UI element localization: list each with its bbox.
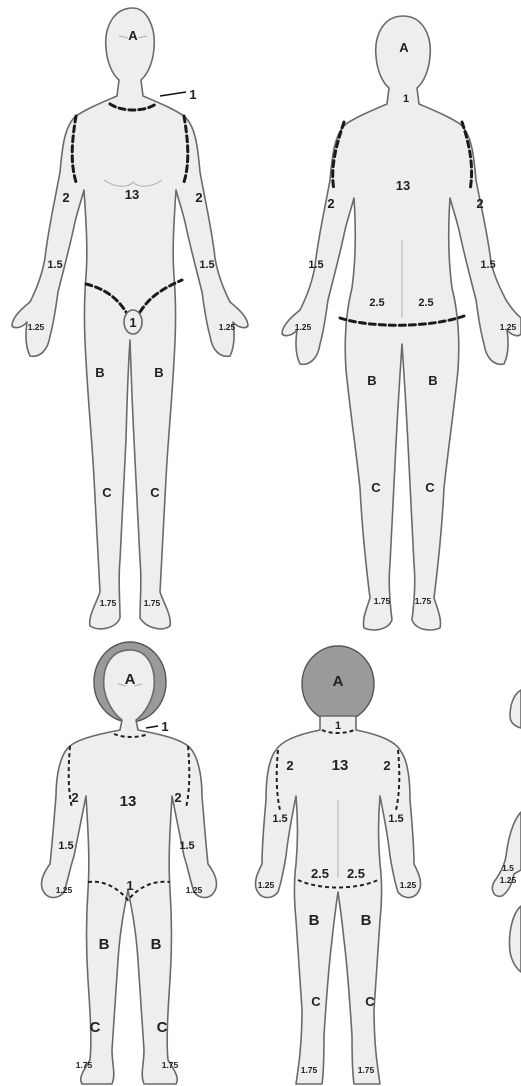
child-front-upper-arm-left-label: 2 xyxy=(71,790,78,805)
adult-back-leg-left-label: C xyxy=(371,480,381,495)
adult-front-leg-right-label: C xyxy=(150,485,160,500)
child-back-leg-right-label: C xyxy=(365,994,375,1009)
child-back-hand-right-label: 1.25 xyxy=(400,880,417,890)
adult-front-trunk-label: 13 xyxy=(125,187,139,202)
child-back-neck-label: 1 xyxy=(335,720,341,732)
child-back-foot-right-label: 1.75 xyxy=(358,1065,375,1075)
adult-back-silhouette xyxy=(282,16,521,630)
child-back-trunk-label: 13 xyxy=(332,757,349,774)
child-side-partial-figure: 1.5 1.25 xyxy=(492,690,521,972)
child-back-buttock-right-label: 2.5 xyxy=(347,866,365,881)
adult-back-forearm-right-label: 1.5 xyxy=(480,259,495,271)
adult-back-upper-arm-left-label: 2 xyxy=(327,196,334,211)
child-back-head-label: A xyxy=(333,673,344,690)
child-back-upper-arm-right-label: 2 xyxy=(383,758,390,773)
child-front-hand-right-label: 1.25 xyxy=(186,885,203,895)
child-side-hand-label: 1.25 xyxy=(500,875,517,885)
adult-back-buttock-left-label: 2.5 xyxy=(369,297,384,309)
child-front-foot-right-label: 1.75 xyxy=(162,1060,179,1070)
child-front-leg-left-label: C xyxy=(90,1019,101,1036)
adult-back-hand-right-label: 1.25 xyxy=(500,322,517,332)
child-front-figure: A 1 13 2 2 1.5 1.5 1.25 1.25 1 B B C C 1… xyxy=(41,642,216,1084)
adult-front-forearm-left-label: 1.5 xyxy=(47,259,62,271)
adult-front-neck-leader xyxy=(160,92,186,96)
child-front-forearm-right-label: 1.5 xyxy=(179,840,194,852)
adult-front-upper-arm-right-label: 2 xyxy=(195,190,202,205)
adult-back-hand-left-label: 1.25 xyxy=(295,322,312,332)
child-front-foot-left-label: 1.75 xyxy=(76,1060,93,1070)
child-front-leg-right-label: C xyxy=(157,1019,168,1036)
adult-front-leg-left-label: C xyxy=(102,485,112,500)
adult-front-foot-left-label: 1.75 xyxy=(100,598,117,608)
adult-front-thigh-right-label: B xyxy=(154,365,163,380)
child-back-leg-left-label: C xyxy=(311,994,321,1009)
adult-front-head-label: A xyxy=(128,28,138,43)
adult-front-thigh-left-label: B xyxy=(95,365,104,380)
adult-back-foot-left-label: 1.75 xyxy=(374,596,391,606)
child-back-figure: A 1 13 2 2 1.5 1.5 1.25 1.25 2.5 2.5 B B… xyxy=(255,646,420,1084)
adult-back-head-label: A xyxy=(399,40,409,55)
child-front-head-label: A xyxy=(125,671,136,688)
child-front-thigh-right-label: B xyxy=(151,936,162,953)
adult-back-figure: A 1 13 2 2 1.5 1.5 1.25 1.25 2.5 2.5 B B… xyxy=(282,16,521,630)
child-back-upper-arm-left-label: 2 xyxy=(286,758,293,773)
adult-back-upper-arm-right-label: 2 xyxy=(476,196,483,211)
adult-front-hand-left-label: 1.25 xyxy=(28,322,45,332)
child-side-partial-silhouette xyxy=(492,690,521,972)
adult-front-upper-arm-left-label: 2 xyxy=(62,190,69,205)
child-back-forearm-left-label: 1.5 xyxy=(272,813,287,825)
child-front-upper-arm-right-label: 2 xyxy=(174,790,181,805)
adult-back-thigh-left-label: B xyxy=(367,373,376,388)
child-front-silhouette xyxy=(41,650,216,1084)
adult-back-forearm-left-label: 1.5 xyxy=(308,259,323,271)
adult-front-figure: A 1 13 2 2 1.5 1.5 1.25 1.25 1 B B C C 1… xyxy=(12,8,248,629)
adult-back-trunk-label: 13 xyxy=(396,178,410,193)
child-back-forearm-right-label: 1.5 xyxy=(388,813,403,825)
child-front-thigh-left-label: B xyxy=(99,936,110,953)
adult-back-thigh-right-label: B xyxy=(428,373,437,388)
child-front-neck-leader xyxy=(146,726,158,728)
child-front-neck-label: 1 xyxy=(161,719,168,734)
child-front-hand-left-label: 1.25 xyxy=(56,885,73,895)
child-front-forearm-left-label: 1.5 xyxy=(58,840,73,852)
adult-front-neck-label: 1 xyxy=(189,87,196,102)
child-side-forearm-label: 1.5 xyxy=(502,863,514,873)
adult-back-neck-label: 1 xyxy=(403,93,409,105)
adult-front-foot-right-label: 1.75 xyxy=(144,598,161,608)
child-front-trunk-label: 13 xyxy=(120,793,137,810)
adult-back-foot-right-label: 1.75 xyxy=(415,596,432,606)
child-back-foot-left-label: 1.75 xyxy=(301,1065,318,1075)
adult-back-leg-right-label: C xyxy=(425,480,435,495)
child-back-thigh-left-label: B xyxy=(309,912,320,929)
child-back-thigh-right-label: B xyxy=(361,912,372,929)
child-front-genitalia-label: 1 xyxy=(126,878,133,893)
adult-back-buttock-right-label: 2.5 xyxy=(418,297,433,309)
child-back-hand-left-label: 1.25 xyxy=(258,880,275,890)
adult-front-genitalia-label: 1 xyxy=(129,315,136,330)
adult-front-hand-right-label: 1.25 xyxy=(219,322,236,332)
child-back-buttock-left-label: 2.5 xyxy=(311,866,329,881)
adult-front-forearm-right-label: 1.5 xyxy=(199,259,214,271)
